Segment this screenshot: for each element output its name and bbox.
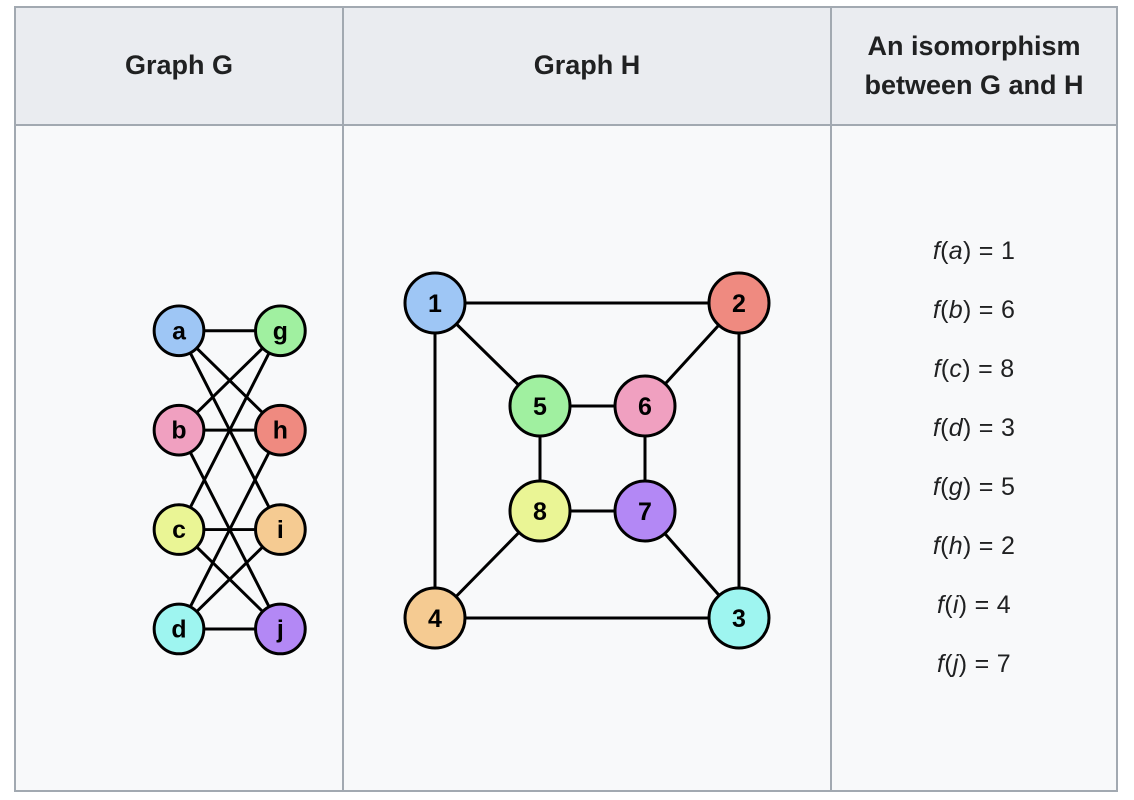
graph-node-2[interactable]: 2 — [707, 271, 771, 335]
graph-node-b[interactable]: b — [152, 403, 206, 457]
graph-h-diagram: 1 2 3 4 5 6 7 8 — [403, 271, 771, 650]
isomorphism-mapping-item: f(c) = 8 — [933, 355, 1015, 383]
graph-node-8[interactable]: 8 — [508, 479, 572, 543]
table-header-row: Graph G Graph H An isomorphism between G… — [16, 8, 1116, 126]
header-isomorphism-line2: between G and H — [864, 70, 1084, 100]
graph-node-a[interactable]: a — [152, 304, 206, 358]
header-graph-g: Graph G — [16, 8, 344, 124]
graph-node-c[interactable]: c — [152, 503, 206, 556]
node-label: 6 — [638, 393, 652, 421]
node-circle — [254, 602, 307, 656]
graph-node-j[interactable]: j — [254, 602, 307, 656]
cell-graph-g: a g b h c i d j — [16, 126, 344, 790]
node-label: d — [171, 616, 186, 643]
graph-node-i[interactable]: i — [254, 503, 307, 556]
node-label: i — [277, 517, 284, 544]
node-label: 5 — [533, 393, 547, 421]
node-circle — [403, 586, 467, 650]
graph-edge — [177, 428, 282, 631]
node-label: 2 — [732, 290, 746, 318]
isomorphism-mapping-item: f(h) = 2 — [932, 532, 1016, 560]
node-circle — [613, 374, 677, 438]
node-circle — [152, 503, 206, 556]
graph-node-h[interactable]: h — [254, 403, 307, 457]
isomorphism-mapping-item: f(a) = 1 — [932, 237, 1016, 265]
node-label: b — [171, 418, 186, 445]
node-circle — [254, 403, 307, 457]
node-label: 8 — [533, 498, 547, 526]
graph-node-7[interactable]: 7 — [613, 479, 677, 543]
isomorphism-table: Graph G Graph H An isomorphism between G… — [14, 6, 1118, 792]
isomorphism-mapping-item: f(b) = 6 — [932, 296, 1016, 324]
header-graph-h: Graph H — [344, 8, 832, 124]
node-circle — [707, 586, 771, 650]
node-label: 4 — [428, 605, 442, 633]
node-circle — [254, 304, 307, 358]
node-circle — [613, 479, 677, 543]
node-circle — [707, 271, 771, 335]
graph-node-3[interactable]: 3 — [707, 586, 771, 650]
cell-graph-h: 1 2 3 4 5 6 7 8 — [344, 126, 832, 790]
node-label: c — [172, 517, 186, 544]
node-label: 3 — [732, 605, 746, 633]
graph-edge — [177, 329, 282, 532]
isomorphism-mapping-item: f(g) = 5 — [932, 473, 1016, 501]
node-circle — [254, 503, 307, 556]
header-isomorphism: An isomorphism between G and H — [832, 8, 1116, 124]
graph-node-1[interactable]: 1 — [403, 271, 467, 335]
node-label: j — [276, 616, 284, 643]
node-circle — [508, 479, 572, 543]
header-isomorphism-line1: An isomorphism — [867, 30, 1081, 61]
graph-node-4[interactable]: 4 — [403, 586, 467, 650]
node-circle — [152, 403, 206, 457]
cell-isomorphism: f(a) = 1 f(b) = 6 f(c) = 8 f(d) = 3 f(g) = 5… — [832, 126, 1116, 790]
node-label: 1 — [428, 290, 442, 318]
graph-node-g[interactable]: g — [254, 304, 307, 358]
graph-node-6[interactable]: 6 — [613, 374, 677, 438]
node-circle — [152, 602, 206, 656]
isomorphism-mapping-item: f(j) = 7 — [937, 650, 1011, 678]
node-label: h — [273, 418, 288, 445]
node-label: 7 — [638, 498, 652, 526]
table-body-row: a g b h c i d j 1 2 3 4 5 6 7 8 f(a) = 1 f(b) = 6 f(c) =… — [16, 126, 1116, 790]
node-circle — [152, 304, 206, 358]
isomorphism-mapping-item: f(i) = 4 — [937, 591, 1011, 619]
graph-g-diagram: a g b h c i d j — [152, 304, 307, 656]
isomorphism-mapping-item: f(d) = 3 — [932, 414, 1016, 442]
graph-node-d[interactable]: d — [152, 602, 206, 656]
graph-node-5[interactable]: 5 — [508, 374, 572, 438]
node-circle — [508, 374, 572, 438]
node-circle — [403, 271, 467, 335]
node-label: g — [273, 318, 288, 345]
isomorphism-mapping-list: f(a) = 1 f(b) = 6 f(c) = 8 f(d) = 3 f(g) = 5… — [832, 223, 1116, 693]
node-label: a — [172, 318, 186, 345]
